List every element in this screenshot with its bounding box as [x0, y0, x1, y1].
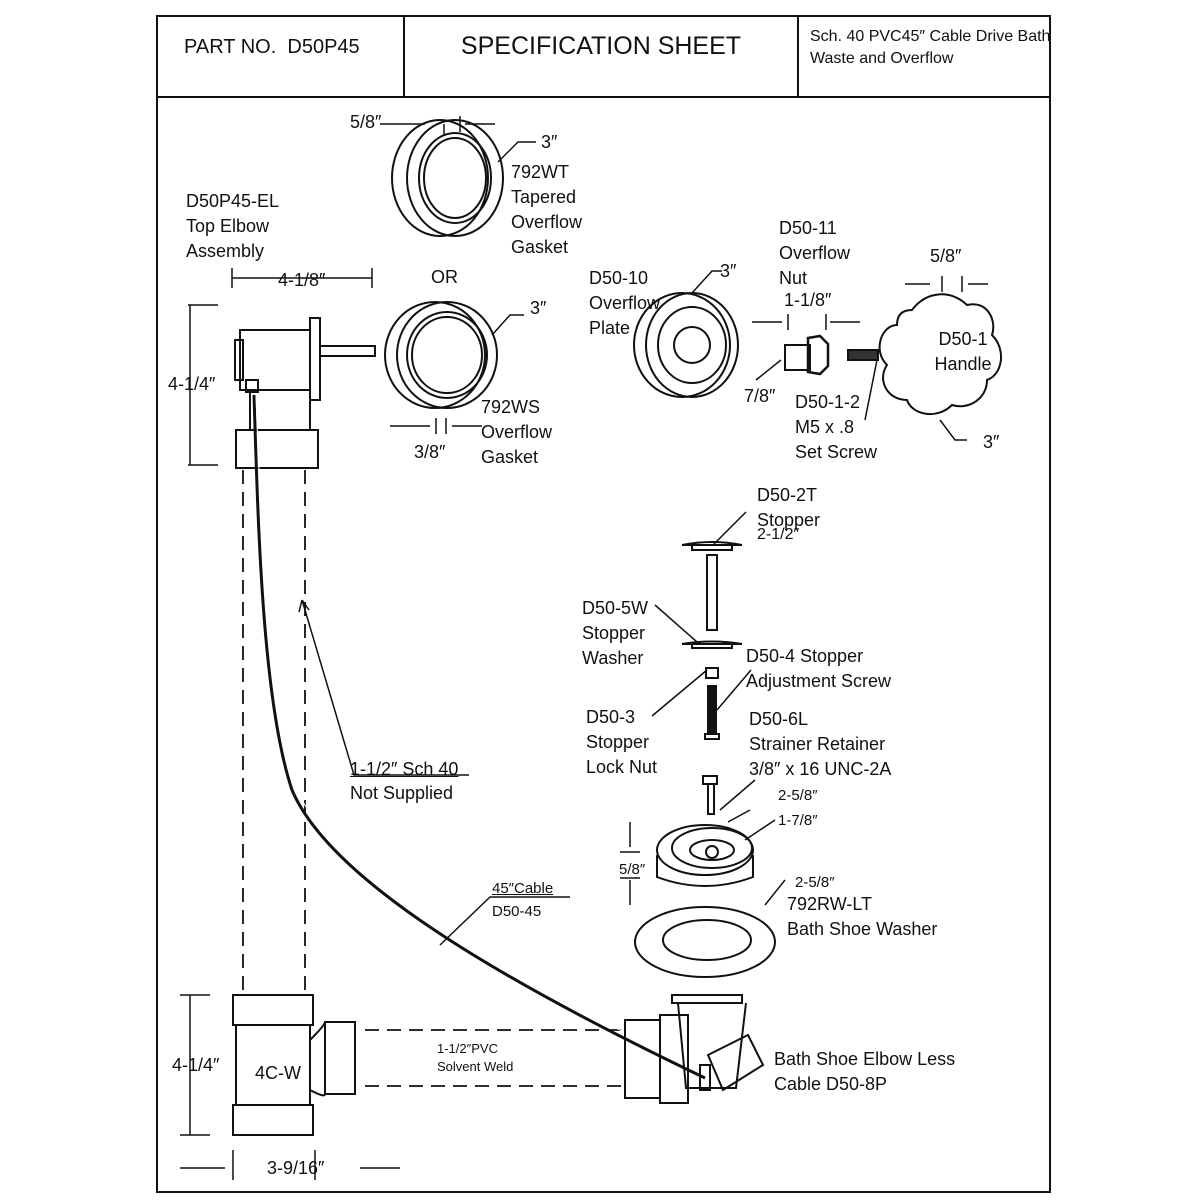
overflow-gasket-drawing: [384, 301, 524, 434]
shoe-elbow-drawing: [624, 994, 765, 1104]
dimension-label: 1-1/8″: [784, 290, 832, 310]
top-elbow-drawing: [188, 268, 376, 469]
dimension-label: 4-1/8″: [278, 270, 326, 290]
part-label: D50P45-EL Top Elbow Assembly: [186, 191, 280, 261]
overflow-plate-drawing: [633, 270, 739, 398]
part-label: D50-1-2 M5 x .8 Set Screw: [795, 392, 878, 462]
dimension-label: 3″: [541, 132, 558, 152]
dimension-label: 5/8″: [350, 112, 382, 132]
tapered-gasket-drawing: [380, 116, 536, 237]
dimension-label: 2-5/8″: [795, 874, 835, 891]
dimension-label: 2-1/2″: [757, 526, 800, 543]
part-number-label: PART NO.: [184, 36, 277, 58]
part-label: D50-4 Stopper Adjustment Screw: [746, 646, 892, 691]
part-label: 792WT Tapered Overflow Gasket: [511, 162, 583, 257]
leader-lines: [298, 599, 570, 946]
part-label: 792RW-LT Bath Shoe Washer: [787, 894, 938, 939]
dimension-label: 3/8″: [414, 442, 446, 462]
pipe-note-label: Not Supplied: [350, 783, 454, 803]
strainer-drawing: [620, 775, 776, 905]
dimension-label: 1-7/8″: [778, 812, 818, 829]
handle-drawing: [878, 293, 1002, 415]
stopper-drawing: [651, 511, 752, 740]
dimension-label: 7/8″: [744, 386, 776, 406]
set-screw-drawing: [847, 349, 879, 421]
dimension-label: 3″: [530, 298, 547, 318]
tee-drawing: [180, 994, 400, 1180]
dimension-label: 2-5/8″: [778, 787, 818, 804]
part-label: D50-10 Overflow Plate: [589, 268, 661, 338]
pvc-note-label: 1-1/2″PVC Solvent Weld: [437, 1041, 514, 1074]
part-number-value: D50P45: [287, 36, 360, 58]
part-label: D50-11 Overflow Nut: [779, 218, 851, 288]
part-label: D50-6L Strainer Retainer 3/8″ x 16 UNC-2…: [749, 709, 892, 779]
shoe-washer-drawing: [634, 879, 786, 978]
part-label: 792WS Overflow Gasket: [481, 397, 553, 467]
dimension-label: 5/8″: [619, 861, 646, 878]
dimension-label: 3″: [720, 261, 737, 281]
part-label: D50-2T Stopper: [757, 485, 821, 530]
pipe-size-label: 1-1/2″ Sch 40: [350, 759, 459, 779]
sheet-border: [156, 15, 1051, 1193]
part-label: D50-1 Handle: [934, 329, 992, 374]
part-number: PART NO. D50P45: [184, 36, 360, 59]
product-description: Sch. 40 PVC45″ Cable Drive Bath Waste an…: [810, 28, 1051, 67]
overflow-nut-drawing: [752, 314, 860, 381]
dimension-label: 4-1/4″: [172, 1055, 220, 1075]
part-label: 4C-W: [255, 1063, 301, 1083]
part-label: Bath Shoe Elbow Less Cable D50-8P: [774, 1049, 956, 1094]
cable-drawing: [252, 394, 706, 1080]
or-label: OR: [431, 267, 458, 287]
part-label: D50-3 Stopper Lock Nut: [586, 707, 658, 777]
dimension-label: 3-9/16″: [267, 1158, 325, 1178]
dimension-label: 5/8″: [930, 246, 962, 266]
cable-part-label: D50-45: [492, 903, 542, 920]
dimension-label: 4-1/4″: [168, 374, 216, 394]
part-label: D50-5W Stopper Washer: [582, 598, 649, 668]
dimension-label: 3″: [983, 432, 1000, 452]
cable-length-label: 45″Cable: [492, 880, 554, 897]
page-title: SPECIFICATION SHEET: [460, 32, 742, 60]
